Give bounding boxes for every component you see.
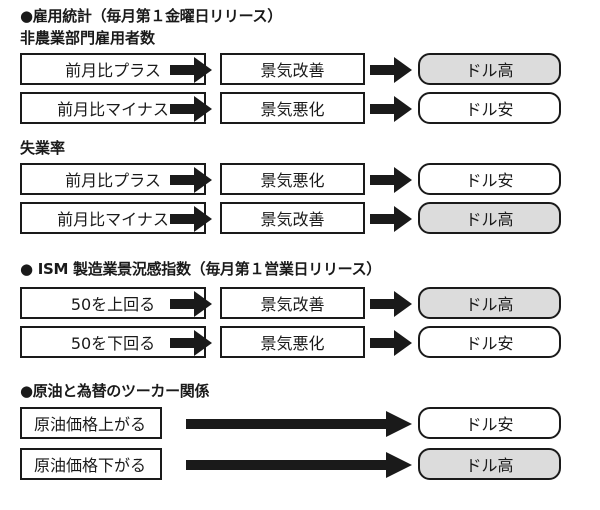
effect-box: 景気改善 [220,287,365,319]
section-title-ism: ● ISM 製造業景況感指数（毎月第１営業日リリース） [20,260,381,278]
right-arrow-icon [170,96,212,122]
long-right-arrow-icon [186,452,412,478]
condition-box: 原油価格下がる [20,448,162,480]
right-arrow-icon [170,167,212,193]
effect-box: 景気悪化 [220,92,365,124]
result-box: ドル安 [418,407,561,439]
result-box: ドル安 [418,163,561,195]
right-arrow-icon [370,291,412,317]
right-arrow-icon [370,330,412,356]
flow-row: 前月比プラス 景気悪化 ドル安 [0,160,600,200]
long-right-arrow-icon [186,411,412,437]
effect-box: 景気改善 [220,202,365,234]
effect-box: 景気悪化 [220,163,365,195]
right-arrow-icon [370,206,412,232]
flow-row: 50を下回る 景気悪化 ドル安 [0,323,600,363]
right-arrow-icon [170,291,212,317]
right-arrow-icon [170,330,212,356]
result-box: ドル高 [418,202,561,234]
condition-box: 原油価格上がる [20,407,162,439]
flow-row: 原油価格上がる ドル安 [0,404,600,444]
effect-box: 景気悪化 [220,326,365,358]
right-arrow-icon [370,96,412,122]
flow-row: 前月比プラス 景気改善 ドル高 [0,50,600,90]
condition-box: 前月比プラス [20,163,206,195]
result-box: ドル高 [418,287,561,319]
result-box: ドル安 [418,326,561,358]
section-title-employment: ●雇用統計（毎月第１金曜日リリース） [20,7,282,25]
subtitle-unemployment-rate: 失業率 [20,139,66,157]
right-arrow-icon [170,57,212,83]
flow-row: 50を上回る 景気改善 ドル高 [0,284,600,324]
flow-row: 原油価格下がる ドル高 [0,445,600,485]
result-box: ドル高 [418,53,561,85]
flow-row: 前月比マイナス 景気改善 ドル高 [0,199,600,239]
right-arrow-icon [170,206,212,232]
result-box: ドル高 [418,448,561,480]
section-title-oil: ●原油と為替のツーカー関係 [20,382,210,400]
subtitle-nonfarm-payrolls: 非農業部門雇用者数 [20,29,156,47]
right-arrow-icon [370,57,412,83]
flow-row: 前月比マイナス 景気悪化 ドル安 [0,89,600,129]
effect-box: 景気改善 [220,53,365,85]
result-box: ドル安 [418,92,561,124]
right-arrow-icon [370,167,412,193]
